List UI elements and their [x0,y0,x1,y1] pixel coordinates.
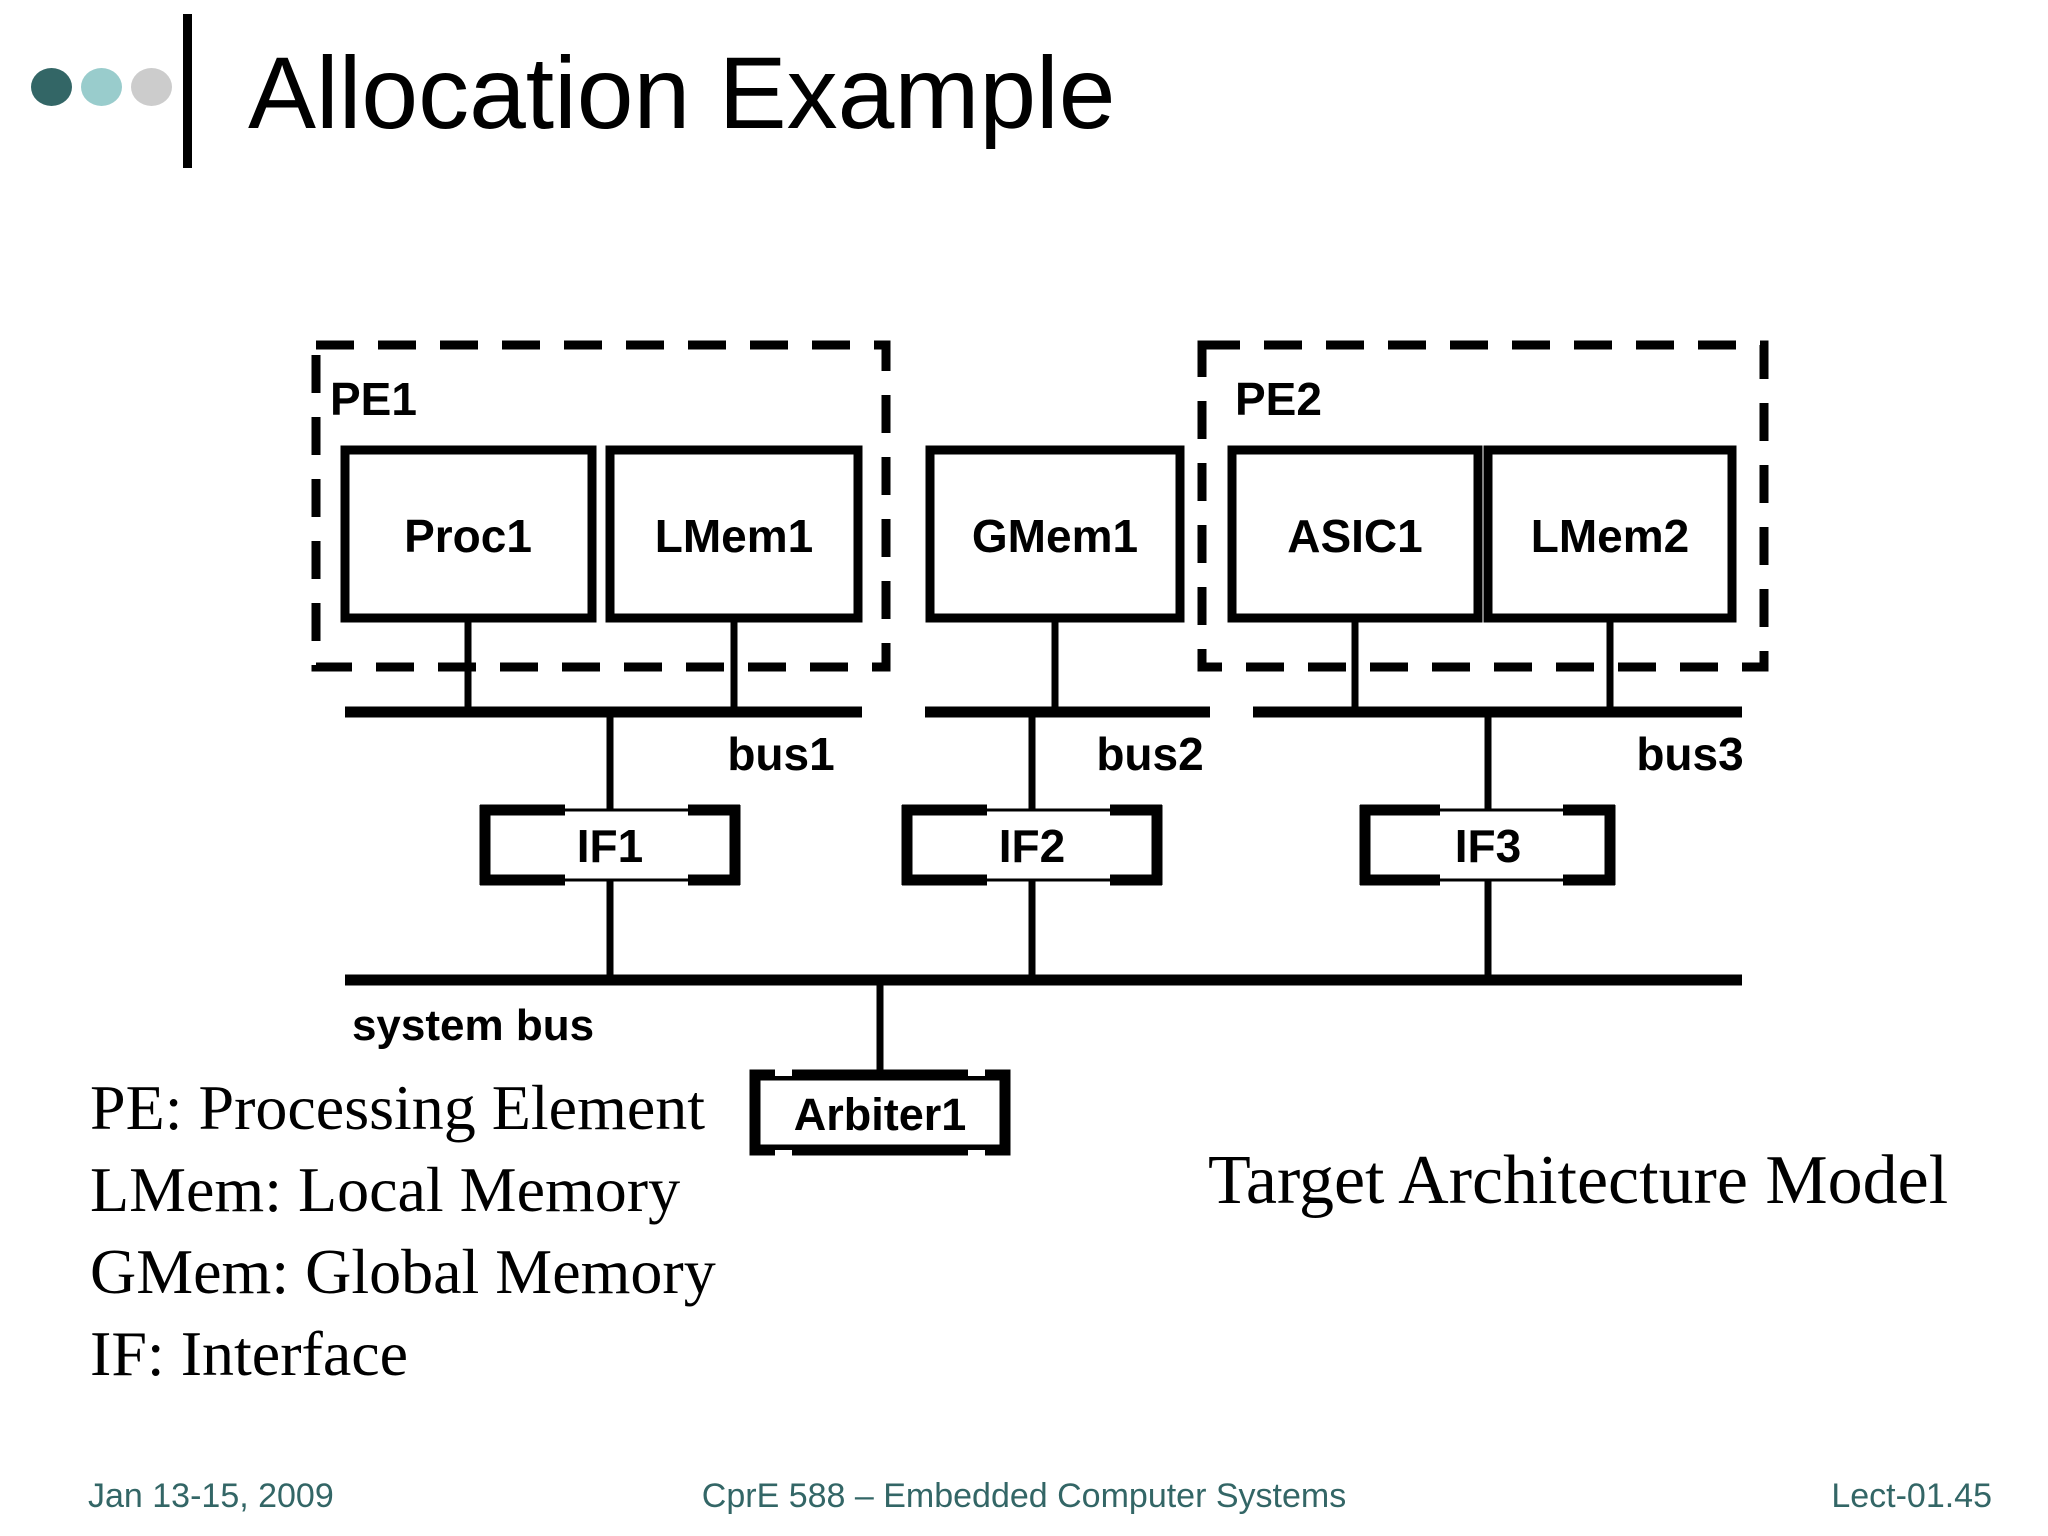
arbiter1-border-notch [968,1068,985,1076]
system-bus-label: system bus [352,1001,594,1050]
footer-lecture: Lect-01.45 [1831,1477,1992,1515]
gmem1-label: GMem1 [972,510,1138,562]
arbiter1-box [749,1069,1011,1156]
if2-box-border [901,804,1163,886]
footer-date: Jan 13-15, 2009 [88,1477,334,1515]
gmem1-box [925,445,1185,623]
if3-label: IF3 [1455,820,1521,872]
bus1-label: bus1 [727,728,834,780]
footer-course: CprE 588 – Embedded Computer Systems [701,1477,1347,1515]
pe1-label: PE1 [330,373,417,425]
lmem2-label: LMem2 [1531,510,1689,562]
bus2-label: bus2 [1096,728,1203,780]
lmem1-box [605,445,863,623]
if1-box-border [479,804,741,886]
legend-line-lmem: LMem: Local Memory [90,1154,681,1225]
proc1-label: Proc1 [404,510,532,562]
slide-title: Allocation Example [248,36,1116,150]
asic1-label: ASIC1 [1287,510,1422,562]
legend-line-gmem: GMem: Global Memory [90,1236,716,1307]
legend-line-pe: PE: Processing Element [90,1072,706,1143]
asic1-box [1227,445,1483,623]
title-bullet-dot-gray-icon [131,68,172,106]
title-bullet-dot-teal-icon [81,68,122,106]
pe2-label: PE2 [1235,373,1322,425]
lmem2-box [1483,445,1737,623]
arbiter1-label: Arbiter1 [794,1089,967,1140]
legend-line-if: IF: Interface [90,1318,409,1389]
bus3-label: bus3 [1636,728,1743,780]
arbiter1-border-notch [775,1068,792,1076]
pe2-group-box [1197,340,1769,672]
if3-box-border [1359,804,1616,886]
if1-label: IF1 [577,820,643,872]
legend: PE: Processing Element LMem: Local Memor… [90,1067,716,1395]
if1-box [483,808,737,882]
arbiter1-border-notch [775,1150,792,1158]
caption-target-architecture-model: Target Architecture Model [1208,1142,1949,1219]
title-bullet-dot-dark-icon [31,68,72,106]
if2-label: IF2 [999,820,1065,872]
proc1-box [340,445,597,623]
if3-box [1363,808,1612,882]
if2-box [905,808,1159,882]
arbiter1-border-notch [968,1150,985,1158]
pe1-group-box [311,340,891,672]
lmem1-label: LMem1 [655,510,813,562]
title-divider-bar [183,14,192,168]
